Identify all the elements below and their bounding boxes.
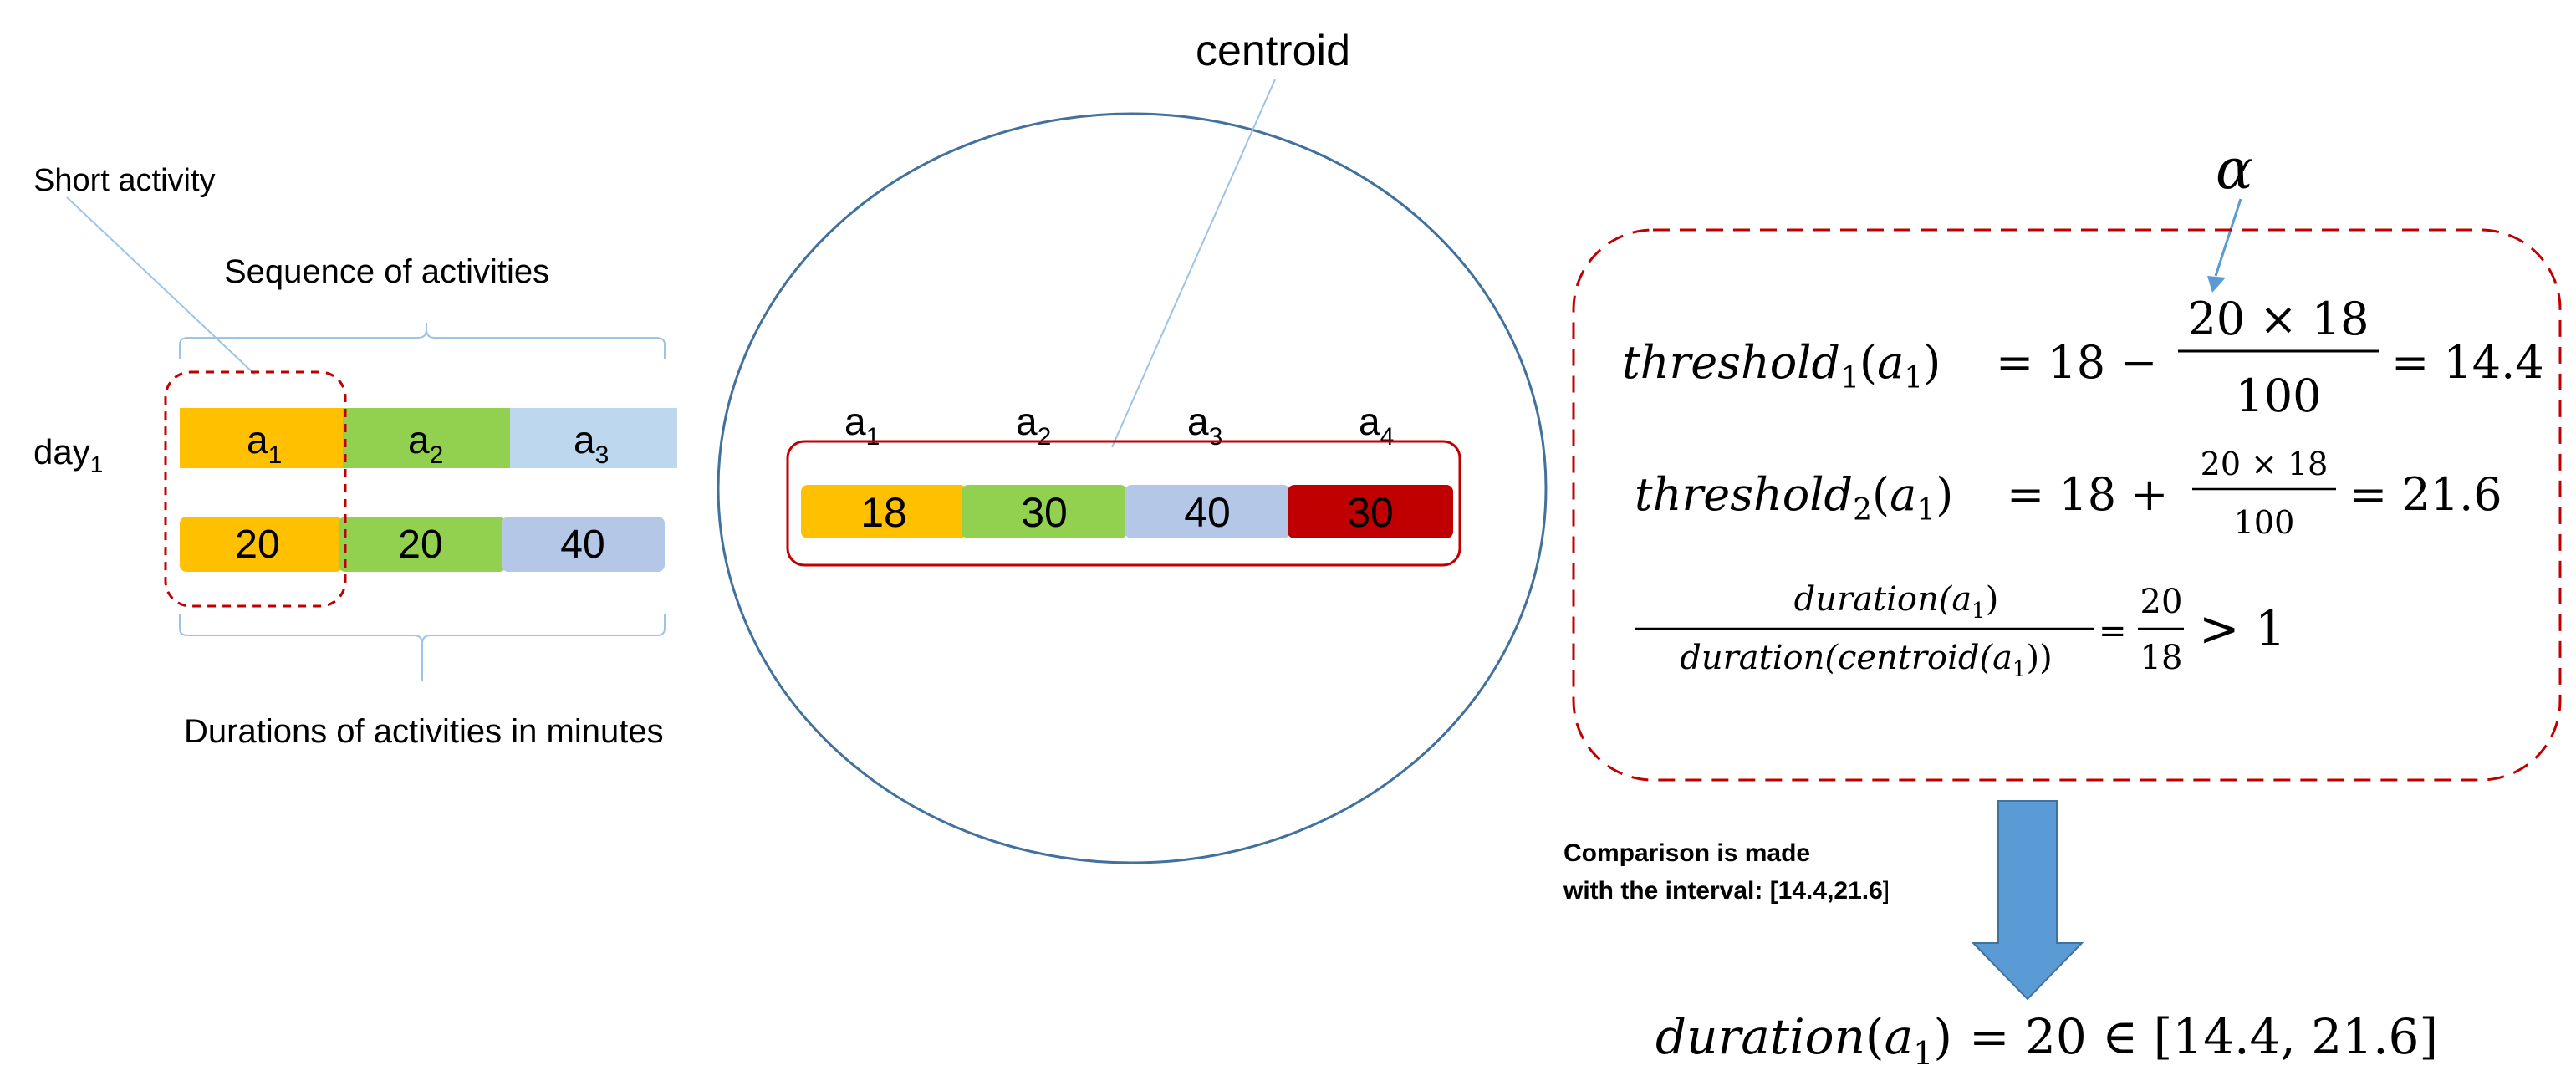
centroid-label-a4: a4 [1359, 400, 1394, 451]
centroid-title: centroid [1196, 27, 1350, 75]
comparison-line2: with the interval: [14.4,21.6] [1563, 877, 1890, 905]
threshold2-numerator: 20 × 18 [2201, 446, 2329, 482]
threshold1-minus: = 18 − [1996, 336, 2158, 389]
alpha-symbol: α [2216, 137, 2253, 201]
centroid-cell-1 [801, 485, 967, 538]
alpha-arrow-line [2214, 198, 2242, 277]
centroid-leader-line [1111, 79, 1276, 448]
ratio-value-denominator: 18 [2140, 639, 2183, 677]
down-arrow [1971, 800, 2084, 1001]
sequence-bracket [179, 323, 666, 359]
activity-label-a2: a2 [408, 418, 443, 469]
centroid-value-1: 18 [860, 489, 907, 536]
durations-bracket [179, 614, 666, 681]
result-rhs: = 20 ∈ [14.4, 21.6] [1969, 1008, 2438, 1065]
day-label: day1 [33, 432, 103, 477]
centroid-cell-3 [1125, 485, 1290, 538]
alpha-arrow-head [2207, 276, 2226, 293]
duration-value-3: 40 [560, 523, 604, 567]
short-activity-leader-line [66, 196, 256, 375]
centroid-label-a3: a3 [1187, 400, 1222, 451]
centroid-value-4: 30 [1347, 489, 1394, 536]
duration-cell-2 [339, 517, 506, 572]
short-activity-label: Short activity [33, 163, 216, 198]
centroid-value-3: 40 [1184, 489, 1231, 536]
activity-label-a3: a3 [574, 418, 609, 469]
ratio-denominator: duration(centroid(a1)) [1680, 639, 2052, 682]
result-lhs: duration(a1) [1655, 1008, 1952, 1072]
centroid-value-2: 30 [1021, 489, 1068, 536]
threshold2-denominator: 100 [2234, 504, 2295, 541]
cluster-circle [717, 112, 1548, 864]
comparison-line1: Comparison is made [1563, 839, 1810, 867]
formula-box [1572, 228, 2562, 782]
ratio-numerator: duration(a1) [1794, 580, 1999, 624]
centroid-box [786, 440, 1461, 567]
sequence-label: Sequence of activities [224, 253, 549, 290]
duration-cell-3 [502, 517, 665, 572]
activity-cell-a2 [343, 408, 510, 468]
activity-label-a1: a1 [247, 418, 282, 469]
centroid-label-a2: a2 [1016, 400, 1051, 451]
threshold2-lhs: threshold2(a1) [1635, 468, 1953, 528]
centroid-cell-2 [962, 485, 1127, 538]
threshold1-result: = 14.4 [2391, 336, 2544, 389]
threshold1-lhs: threshold1(a1) [1622, 336, 1941, 395]
durations-label: Durations of activities in minutes [184, 713, 664, 750]
ratio-greater-than: > 1 [2199, 600, 2286, 657]
threshold2-result: = 21.6 [2349, 468, 2502, 521]
centroid-cell-4 [1288, 485, 1453, 538]
short-activity-highlight [164, 370, 347, 608]
duration-cell-1 [180, 517, 343, 572]
centroid-label-a1: a1 [844, 400, 880, 451]
ratio-equals: = [2099, 612, 2127, 650]
activity-cell-a1 [180, 408, 343, 468]
threshold1-numerator: 20 × 18 [2187, 293, 2369, 345]
duration-value-2: 20 [398, 523, 442, 567]
threshold1-denominator: 100 [2235, 370, 2321, 422]
activity-cell-a3 [510, 408, 677, 468]
duration-value-1: 20 [235, 523, 279, 567]
threshold2-plus: = 18 + [2007, 468, 2169, 521]
ratio-value-numerator: 20 [2140, 583, 2183, 621]
